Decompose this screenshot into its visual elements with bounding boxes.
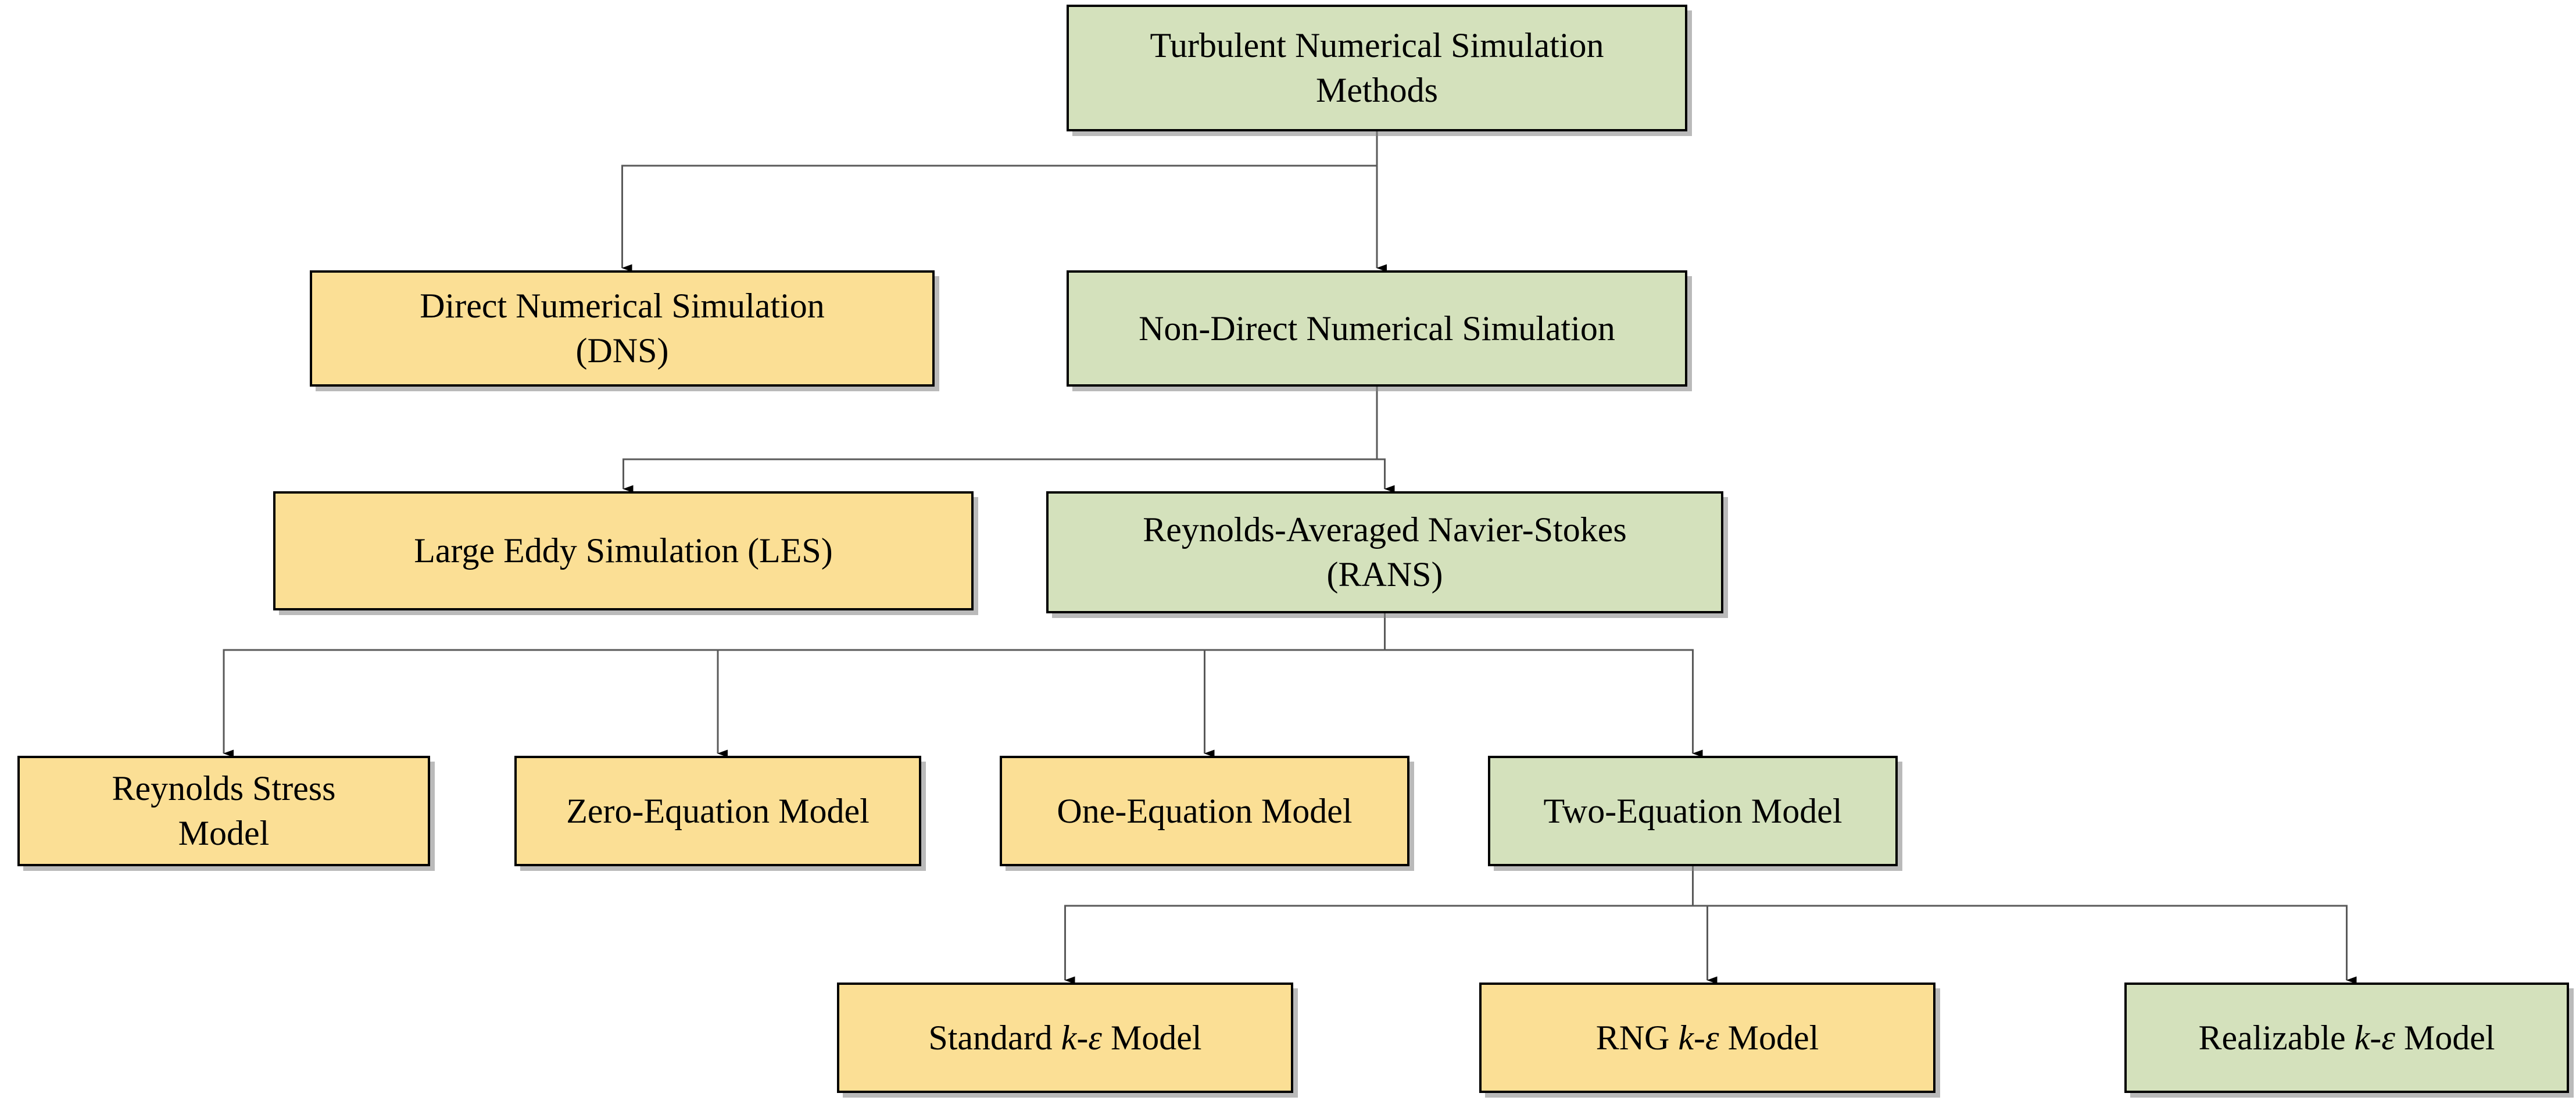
node-label-rng-ke: RNG k-ε Model [1595,1018,1819,1057]
node-rng-ke[interactable]: RNG k-ε Model [1479,983,1935,1093]
node-one-eq[interactable]: One-Equation Model [1000,756,1409,866]
node-label-ndns: Non-Direct Numerical Simulation [1139,309,1615,348]
node-label-realizable-ke: Realizable k-ε Model [2198,1018,2495,1057]
node-label-two-eq: Two-Equation Model [1543,791,1842,830]
node-two-eq[interactable]: Two-Equation Model [1488,756,1898,866]
edge-rans-to-zero-eq [717,613,1386,758]
node-label-les: Large Eddy Simulation (LES) [414,531,833,570]
node-label-one-eq: One-Equation Model [1057,791,1353,830]
edge-ndns-to-les [622,387,1378,493]
edge-root-to-dns [621,131,1378,272]
edge-ndns-to-rans [1376,387,1395,493]
node-standard-ke[interactable]: Standard k-ε Model [837,983,1293,1093]
edge-two-eq-to-standard-ke [1064,866,1694,984]
node-zero-eq[interactable]: Zero-Equation Model [514,756,921,866]
edge-rans-to-one-eq [1204,613,1386,758]
edge-rans-to-rsm [223,613,1386,758]
edge-two-eq-to-rng-ke [1692,866,1718,984]
edge-two-eq-to-realizable-ke [1692,866,2357,984]
node-rans[interactable]: Reynolds-Averaged Navier-Stokes(RANS) [1046,491,1723,613]
node-ndns[interactable]: Non-Direct Numerical Simulation [1067,270,1687,387]
node-label-zero-eq: Zero-Equation Model [566,791,870,830]
node-label-standard-ke: Standard k-ε Model [928,1018,1202,1057]
edge-rans-to-two-eq [1384,613,1703,758]
node-les[interactable]: Large Eddy Simulation (LES) [273,491,974,610]
node-dns[interactable]: Direct Numerical Simulation(DNS) [310,270,935,387]
node-realizable-ke[interactable]: Realizable k-ε Model [2124,983,2569,1093]
node-label-rans: Reynolds-Averaged Navier-Stokes(RANS) [1143,510,1627,594]
node-label-dns: Direct Numerical Simulation(DNS) [420,287,825,370]
